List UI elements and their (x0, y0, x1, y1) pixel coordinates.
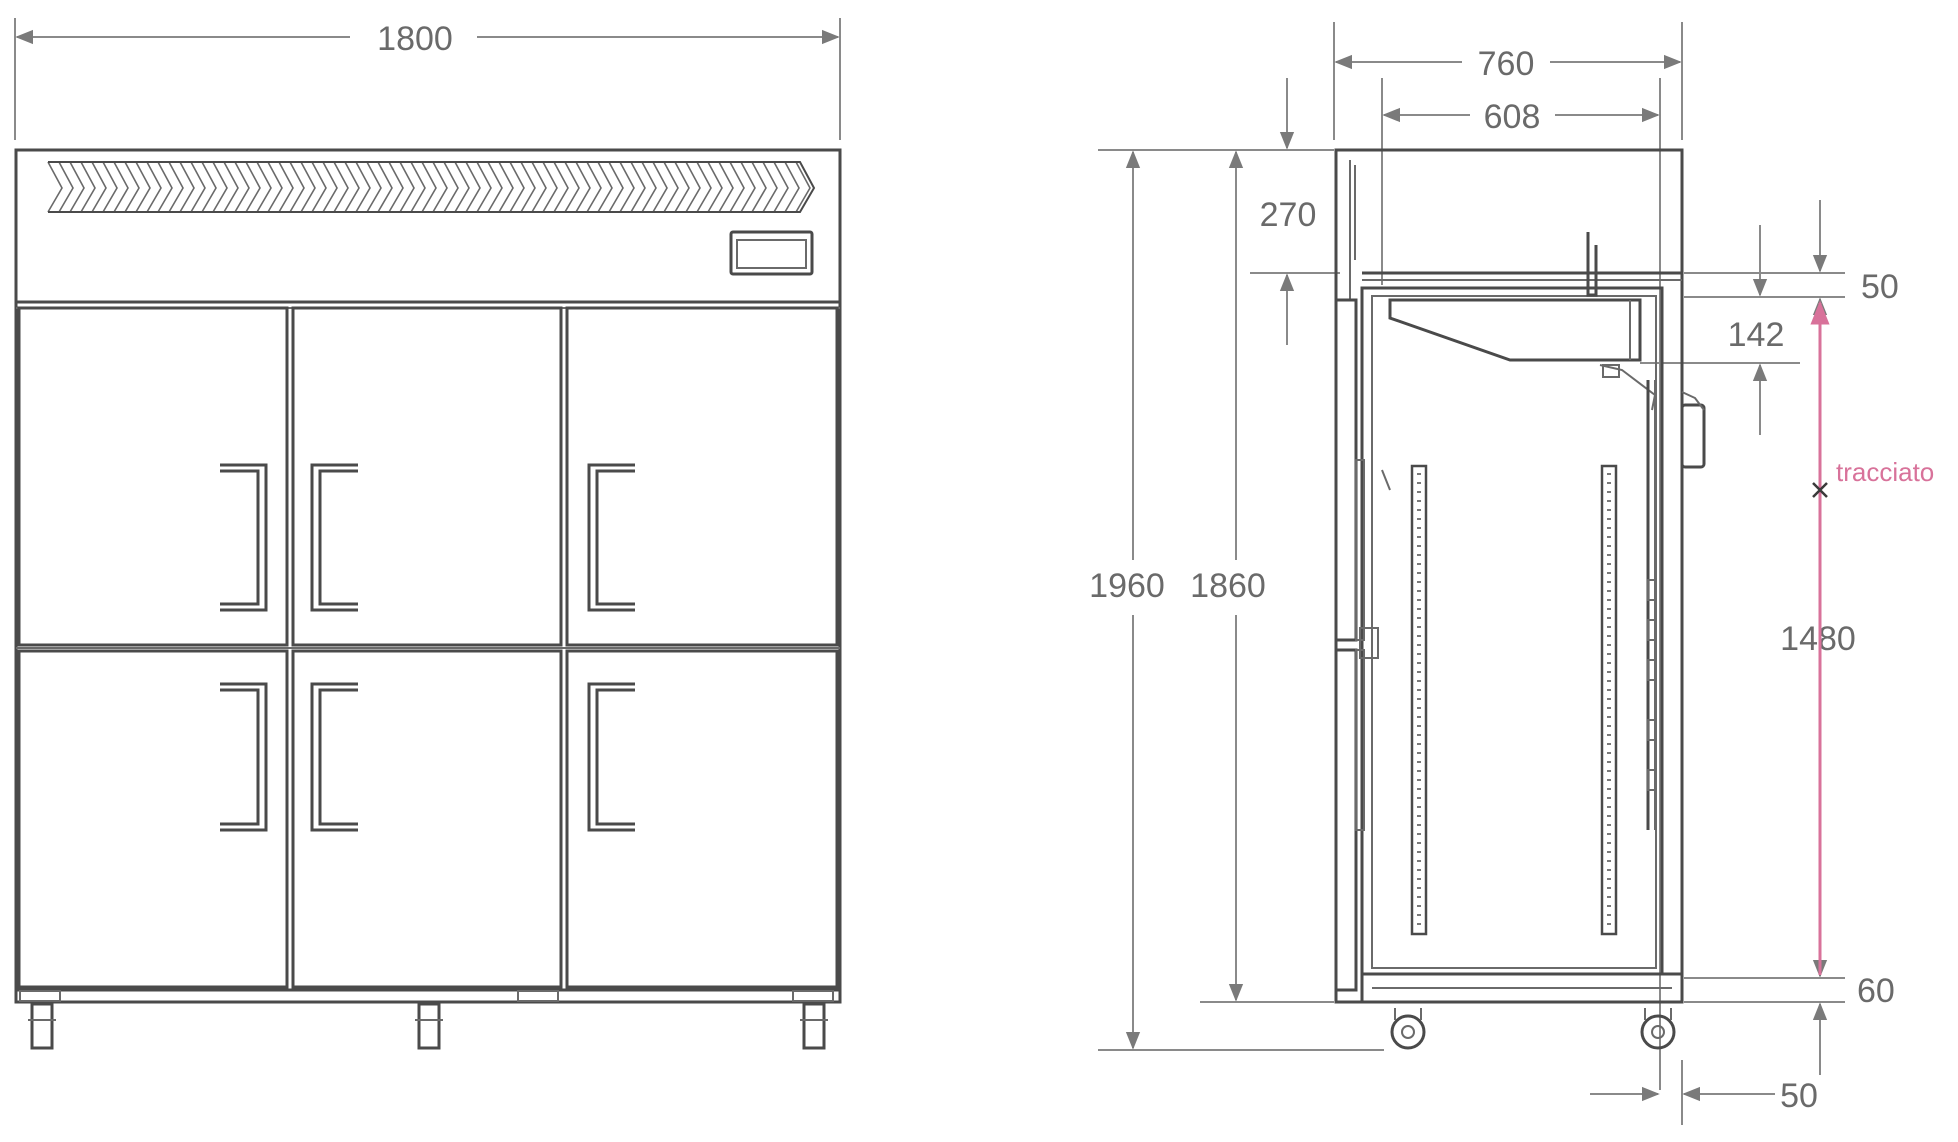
tray-rack-1 (1410, 464, 1428, 936)
door-bottom-center (291, 649, 563, 989)
rear-offset-label: 50 (1780, 1077, 1818, 1115)
control-display (729, 230, 814, 276)
height-total-label: 1960 (1089, 567, 1165, 605)
tray-rack-2 (1600, 464, 1618, 936)
cabinet-side-body (1334, 148, 1706, 1050)
door-handles (220, 463, 635, 832)
side-view: 760 608 1960 1860 270 (1089, 22, 1934, 1125)
width-label: 1800 (377, 20, 453, 58)
ventilation-grille (47, 161, 816, 213)
door-top-center (291, 306, 563, 647)
door-bottom-right (565, 649, 839, 989)
depth-dimensions: 760 608 (1333, 22, 1683, 1090)
tracciato-annotation: tracciato (1810, 300, 1934, 975)
door-top-left (17, 306, 289, 647)
bottom-offset-label: 60 (1857, 972, 1895, 1010)
doors (16, 306, 840, 989)
door-top-right (565, 306, 839, 647)
depth-total-label: 760 (1478, 45, 1535, 83)
width-dimension: 1800 (14, 18, 841, 140)
front-view: 1800 (14, 18, 842, 1050)
height-body-label: 1860 (1190, 567, 1266, 605)
height-dimensions: 1960 1860 270 (1089, 78, 1384, 1051)
offset-dimensions: 142 50 1480 60 50 (1590, 200, 1899, 1125)
top-section-label: 270 (1260, 196, 1317, 234)
door-bottom-left (17, 649, 289, 989)
depth-inner-label: 608 (1484, 98, 1541, 136)
lower-offset-label: 142 (1728, 316, 1785, 354)
tracciato-label: tracciato (1836, 457, 1934, 487)
track-height-label: 1480 (1780, 620, 1856, 658)
cabinet-outline (14, 148, 842, 1004)
top-offset-label: 50 (1861, 268, 1899, 306)
base-and-feet (16, 988, 840, 1050)
